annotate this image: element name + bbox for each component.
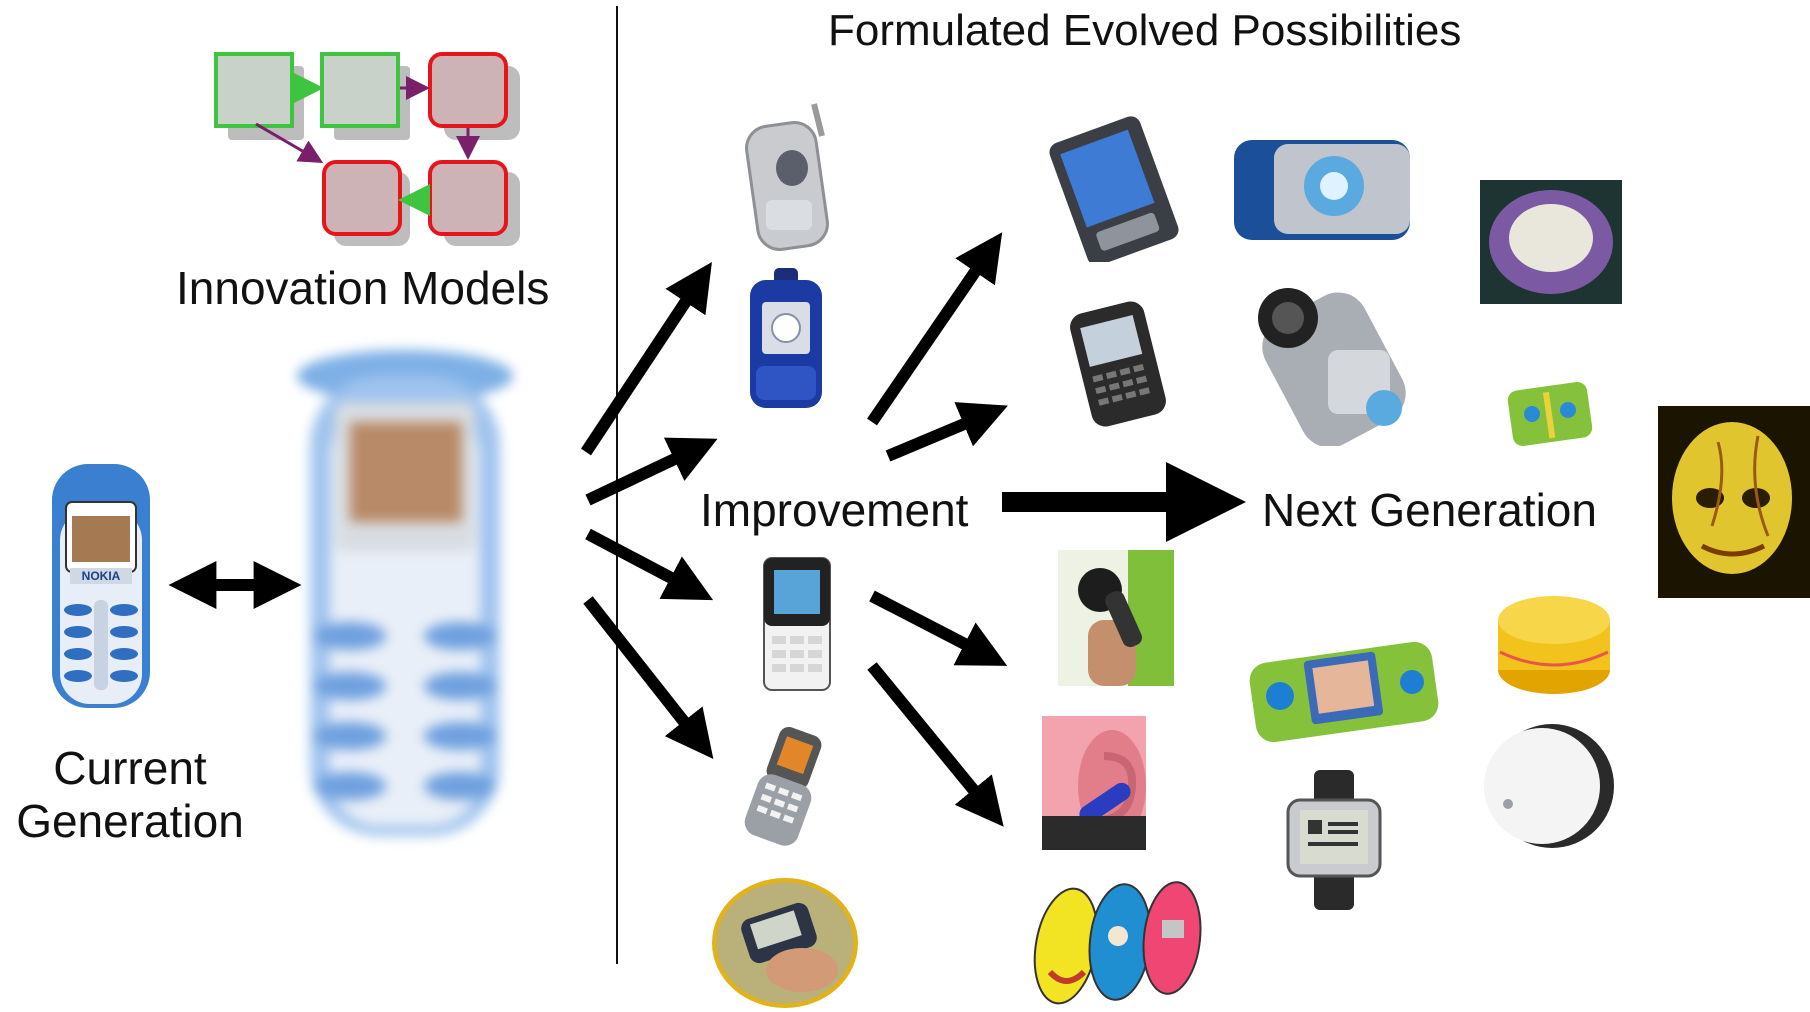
flow-arrow	[585, 528, 714, 601]
purple-bowl-icon	[1480, 180, 1622, 304]
flow-arrow	[867, 662, 1004, 827]
hand-camera-photo-icon	[1058, 550, 1174, 686]
game-console-icon	[1244, 636, 1444, 746]
glowing-head-icon	[1658, 406, 1810, 598]
hand-phone-photo-icon	[712, 878, 858, 1008]
bluetooth-headset-icon	[1042, 716, 1146, 850]
green-model-box	[320, 52, 400, 128]
candybar-phone-icon	[760, 556, 834, 692]
mini-console-icon	[1506, 378, 1594, 450]
camcorder-icon	[1248, 270, 1416, 446]
blurred-phone-icon	[290, 346, 520, 842]
current-generation-label: Current Generation	[0, 742, 260, 848]
keypad-flip-phone-icon	[742, 726, 832, 846]
flip-phone-silver-icon	[742, 96, 838, 252]
diagram-title: Formulated Evolved Possibilities	[828, 6, 1462, 55]
innovation-models-label: Innovation Models	[176, 262, 550, 314]
blackberry-icon	[1068, 300, 1168, 428]
flip-phone-blue-icon	[744, 266, 828, 412]
flow-arrow	[885, 402, 1008, 462]
white-speaker-icon	[1468, 718, 1624, 854]
flow-arrow	[869, 590, 1008, 666]
pda-icon	[1044, 114, 1192, 262]
red-model-box	[428, 160, 508, 236]
flow-arrow	[585, 437, 718, 506]
colorful-phones-icon	[1026, 876, 1204, 1006]
smart-watch-icon	[1278, 770, 1390, 910]
flow-arrow	[583, 596, 714, 759]
red-model-box	[428, 52, 508, 128]
purple-connector	[255, 122, 324, 164]
yellow-sponge-icon	[1494, 590, 1614, 702]
next-generation-label: Next Generation	[1262, 484, 1597, 536]
svg-text:NOKIA: NOKIA	[82, 569, 121, 583]
current-label-line2: Generation	[16, 794, 244, 847]
current-label-line1: Current	[53, 742, 207, 794]
flow-arrow	[867, 232, 1003, 426]
nokia-phone-icon: NOKIA	[44, 460, 158, 712]
projector-device-icon	[1224, 128, 1414, 246]
flow-arrow	[580, 261, 712, 456]
improvement-label: Improvement	[700, 484, 969, 536]
